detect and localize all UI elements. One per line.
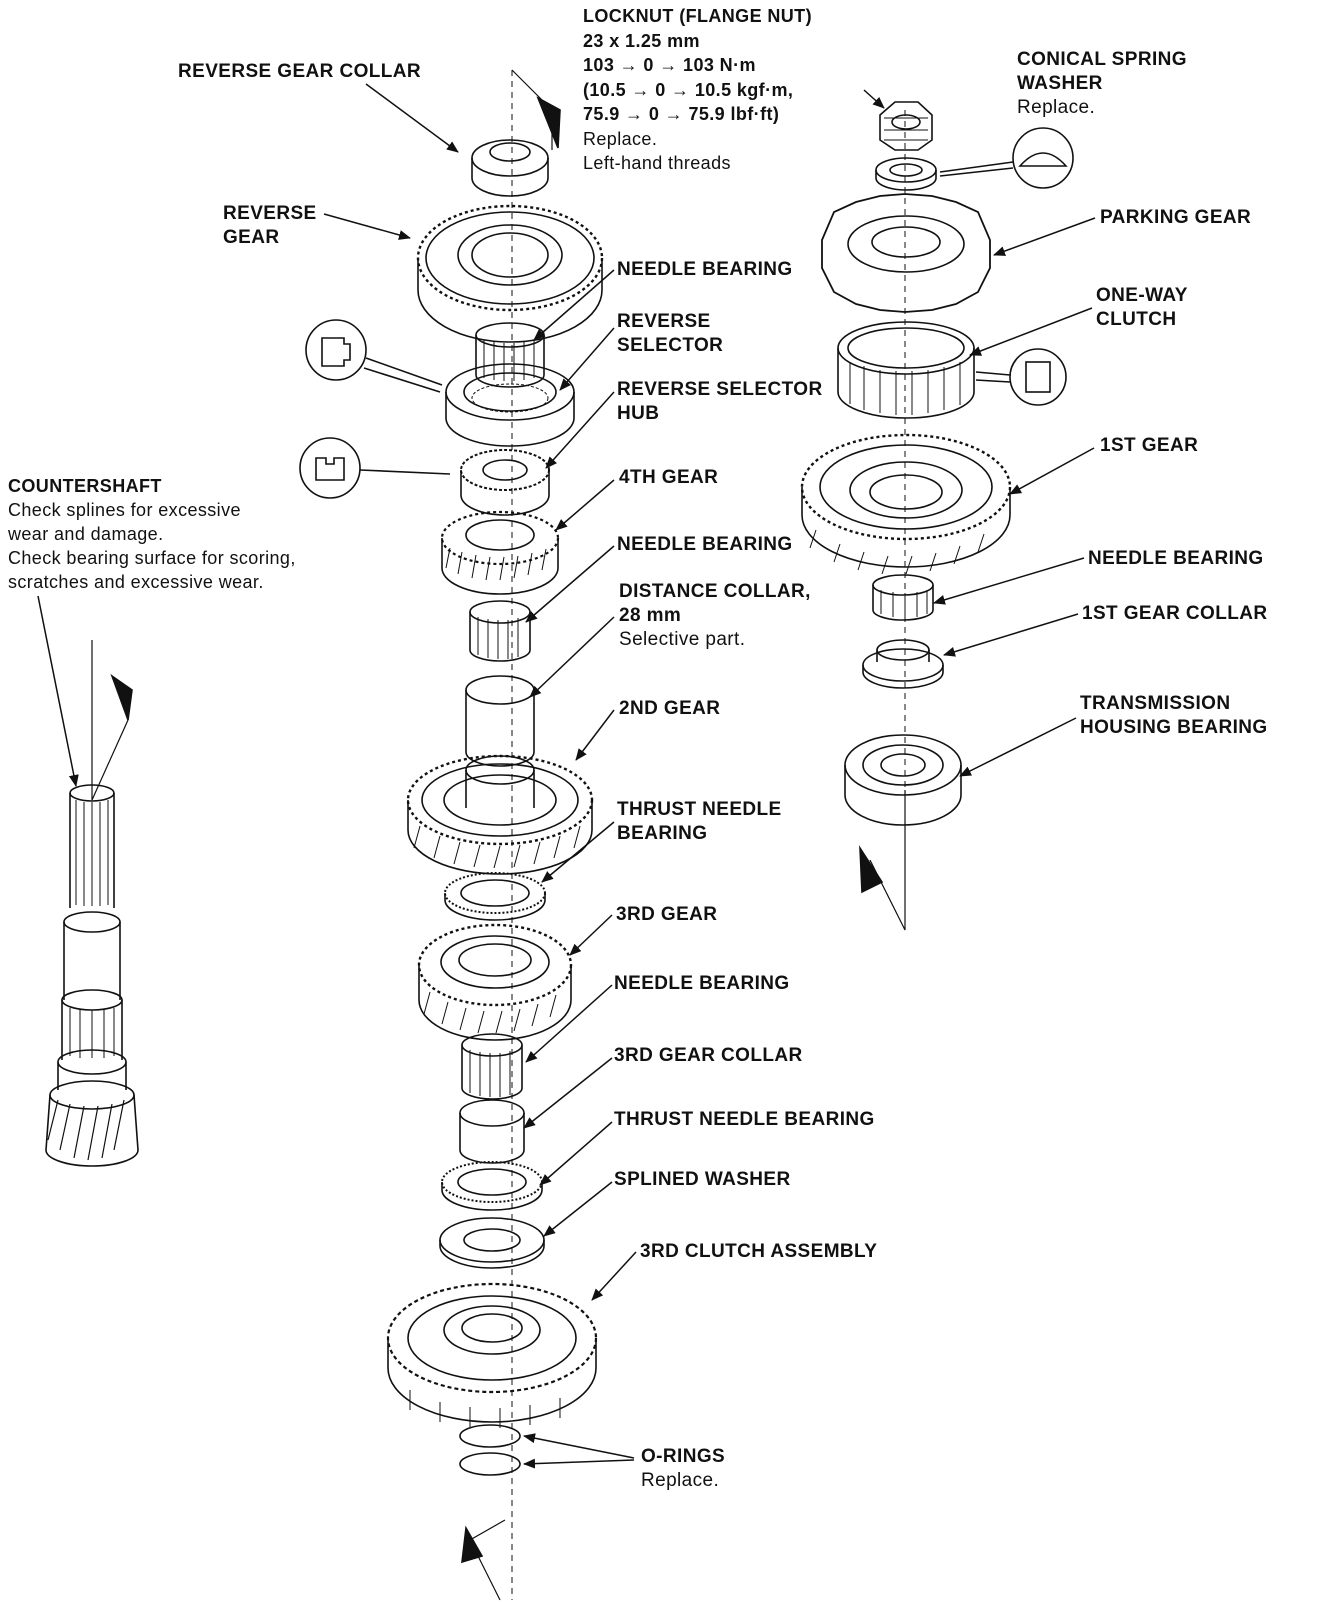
label-parking-gear: PARKING GEAR	[1100, 207, 1252, 228]
transmission-housing-bearing-part	[844, 734, 962, 826]
label-third-gear: 3RD GEAR	[616, 904, 718, 925]
reverse-gear-collar-part	[471, 139, 549, 197]
o-rings-note: Replace.	[641, 1470, 720, 1491]
label-reverse-selector: REVERSE SELECTOR	[617, 310, 723, 358]
one-way-clutch-line-2: CLUTCH	[1096, 309, 1177, 330]
countershaft-note-1: Check splines for excessive	[8, 500, 241, 520]
needle-bearing-part	[872, 574, 934, 621]
reverse-gear-line-1: REVERSE	[223, 203, 317, 224]
leader-lines	[37, 83, 1096, 1469]
reverse-selector-hub-line-1: REVERSE SELECTOR	[617, 379, 823, 400]
label-thrust-needle-bearing-1: THRUST NEEDLE BEARING	[617, 798, 782, 846]
label-fourth-gear: 4TH GEAR	[619, 467, 719, 488]
o-rings-title: O-RINGS	[641, 1446, 726, 1467]
countershaft-part	[45, 640, 139, 1167]
reverse-selector-hub-part	[460, 449, 550, 516]
transmission-housing-bearing-line-2: HOUSING BEARING	[1080, 717, 1268, 738]
label-needle-bearing-3: NEEDLE BEARING	[614, 973, 790, 994]
label-transmission-housing-bearing: TRANSMISSION HOUSING BEARING	[1080, 692, 1268, 740]
thrust-needle-bearing-part	[441, 1161, 543, 1211]
reverse-selector-hub-line-2: HUB	[617, 403, 660, 424]
conical-washer-detail-inset	[939, 127, 1074, 189]
conical-spring-washer-title-2: WASHER	[1017, 73, 1103, 94]
label-reverse-gear: REVERSE GEAR	[223, 202, 317, 250]
label-first-gear-collar: 1ST GEAR COLLAR	[1082, 603, 1268, 624]
locknut-torque-kgfm: (10.5 → 0 → 10.5 kgf·m,	[583, 79, 794, 100]
reverse-selector-part	[445, 363, 575, 447]
reverse-selector-line-2: SELECTOR	[617, 335, 724, 356]
first-gear-collar-part	[862, 639, 944, 689]
one-way-clutch-part	[837, 321, 975, 419]
splined-washer-part	[439, 1217, 545, 1269]
countershaft-note-2: wear and damage.	[8, 524, 164, 544]
label-one-way-clutch: ONE-WAY CLUTCH	[1096, 284, 1188, 332]
distance-collar-line-2: 28 mm	[619, 605, 682, 626]
label-reverse-selector-hub: REVERSE SELECTOR HUB	[617, 378, 823, 426]
locknut-title: LOCKNUT (FLANGE NUT)	[583, 6, 812, 26]
distance-collar-line-1: DISTANCE COLLAR,	[619, 581, 811, 602]
label-needle-bearing-right: NEEDLE BEARING	[1088, 548, 1264, 569]
label-o-rings: O-RINGS Replace.	[641, 1445, 725, 1493]
label-locknut: LOCKNUT (FLANGE NUT) 23 x 1.25 mm 103 → …	[583, 4, 812, 176]
label-conical-spring-washer: CONICAL SPRING WASHER Replace.	[1017, 48, 1187, 120]
first-gear-part	[800, 433, 1012, 575]
label-reverse-gear-collar: REVERSE GEAR COLLAR	[178, 61, 422, 82]
locknut-size: 23 x 1.25 mm	[583, 30, 700, 51]
conical-spring-washer-part	[875, 157, 937, 191]
label-splined-washer: SPLINED WASHER	[614, 1169, 791, 1190]
label-thrust-needle-bearing-2: THRUST NEEDLE BEARING	[614, 1109, 875, 1130]
distance-collar-note: Selective part.	[619, 629, 746, 650]
reverse-gear-line-2: GEAR	[223, 227, 280, 248]
one-way-clutch-detail-inset	[975, 348, 1067, 406]
o-rings-part	[459, 1424, 521, 1476]
needle-bearing-part	[475, 322, 545, 388]
label-first-gear: 1ST GEAR	[1100, 435, 1199, 456]
needle-bearing-part	[461, 1033, 523, 1100]
label-distance-collar: DISTANCE COLLAR, 28 mm Selective part.	[619, 580, 811, 652]
conical-spring-washer-title-1: CONICAL SPRING	[1017, 49, 1187, 70]
label-needle-bearing-1: NEEDLE BEARING	[617, 259, 793, 280]
transmission-housing-bearing-line-1: TRANSMISSION	[1080, 693, 1231, 714]
locknut-part	[879, 101, 933, 151]
label-third-gear-collar: 3RD GEAR COLLAR	[614, 1045, 803, 1066]
countershaft-note-4: scratches and excessive wear.	[8, 572, 264, 592]
right-stack-axis	[859, 110, 906, 931]
third-gear-collar-part	[459, 1099, 525, 1164]
reverse-selector-hub-detail-inset	[299, 437, 451, 499]
label-third-clutch-assembly: 3RD CLUTCH ASSEMBLY	[640, 1241, 878, 1262]
locknut-replace-note: Replace.	[583, 128, 658, 149]
distance-collar-part	[465, 675, 535, 767]
reverse-selector-line-1: REVERSE	[617, 311, 711, 332]
locknut-thread-note: Left-hand threads	[583, 153, 731, 173]
third-clutch-assembly-part	[386, 1282, 598, 1428]
locknut-torque-nm: 103 → 0 → 103 N·m	[583, 55, 756, 75]
reverse-gear-part	[416, 204, 604, 343]
needle-bearing-part	[469, 600, 531, 662]
countershaft-title: COUNTERSHAFT	[8, 476, 162, 496]
conical-spring-washer-note: Replace.	[1017, 97, 1096, 118]
fourth-gear-part	[440, 510, 560, 595]
label-needle-bearing-2: NEEDLE BEARING	[617, 534, 793, 555]
countershaft-note-3: Check bearing surface for scoring,	[8, 548, 296, 568]
thrust-needle-bearing-1-line-2: BEARING	[617, 823, 708, 844]
label-countershaft: COUNTERSHAFT Check splines for excessive…	[8, 474, 296, 594]
label-second-gear: 2ND GEAR	[619, 698, 721, 719]
thrust-needle-bearing-part	[444, 872, 546, 921]
reverse-selector-detail-inset	[305, 319, 443, 393]
locknut-torque-lbfft: 75.9 → 0 → 75.9 lbf·ft)	[583, 104, 780, 124]
parking-gear-part	[821, 193, 991, 313]
thrust-needle-bearing-1-line-1: THRUST NEEDLE	[617, 799, 782, 820]
second-gear-part	[406, 754, 594, 875]
third-gear-part	[417, 923, 573, 1041]
one-way-clutch-line-1: ONE-WAY	[1096, 285, 1188, 306]
